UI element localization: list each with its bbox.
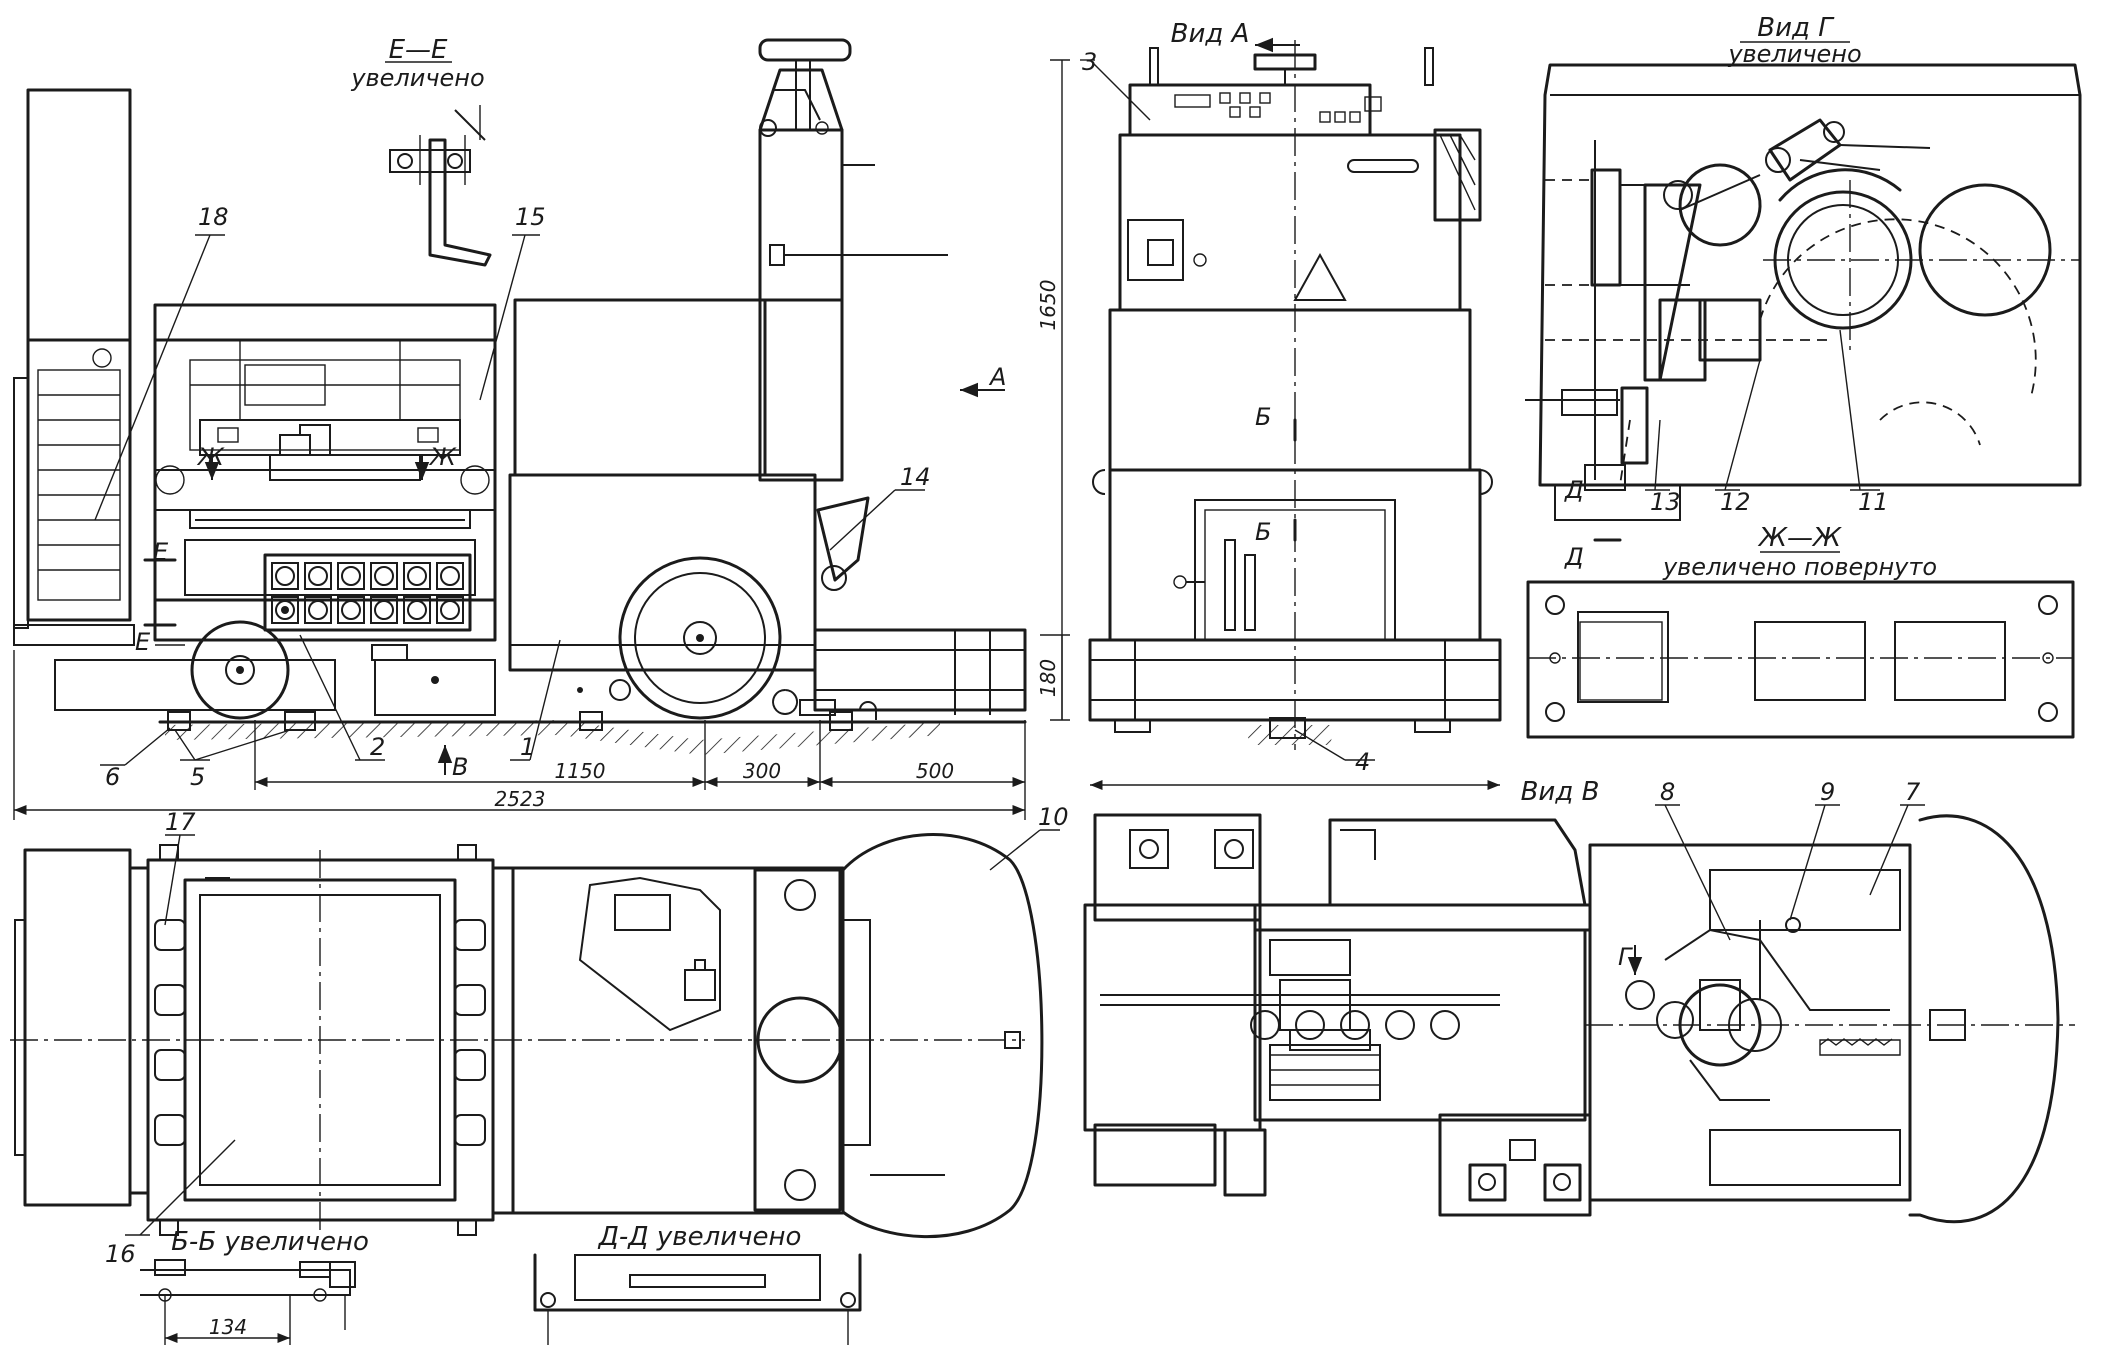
callout-2: 2 [370, 733, 385, 761]
labels: Е—Е увеличено Вид А Вид Г увеличено Ж—Ж … [105, 13, 1937, 1339]
leader-lines [94, 59, 1925, 1236]
callout-10: 10 [1038, 803, 1069, 831]
title-zhzh: Ж—Ж [1757, 523, 1842, 553]
marker-d1: Д [1564, 476, 1584, 504]
section-dd [533, 1253, 862, 1345]
marker-e1: Е [153, 538, 169, 566]
subtitle-ee: увеличено [350, 64, 484, 92]
marker-d2: Д [1564, 543, 1584, 571]
callout-14: 14 [900, 463, 931, 491]
side-view [13, 38, 1027, 755]
callout-4: 4 [1355, 748, 1370, 776]
subtitle-vid-g: увеличено [1727, 40, 1861, 68]
title-ee: Е—Е [389, 35, 448, 65]
callout-3: 3 [1082, 48, 1097, 76]
view-g [1525, 63, 2082, 542]
marker-g: Г [1618, 943, 1633, 971]
plan-view [10, 833, 1044, 1238]
callout-7: 7 [1905, 778, 1921, 806]
marker-zh2: Ж [428, 443, 457, 471]
title-vid-v: Вид В [1521, 777, 1600, 807]
callout-8: 8 [1660, 778, 1675, 806]
marker-e2: Е [135, 628, 151, 656]
callout-13: 13 [1650, 488, 1681, 516]
callout-18: 18 [198, 203, 229, 231]
subtitle-zhzh: увеличено повернуто [1662, 553, 1937, 581]
marker-b1: Б [1255, 403, 1271, 431]
marker-a: А [988, 363, 1006, 391]
callout-11: 11 [1858, 488, 1889, 516]
marker-v: В [452, 753, 468, 781]
section-bb [140, 1259, 356, 1345]
dim-500: 500 [916, 759, 954, 783]
callout-15: 15 [515, 203, 546, 231]
side-view-dimensions [13, 59, 1070, 820]
title-vid-a: Вид А [1171, 19, 1250, 49]
marker-b2: Б [1255, 518, 1271, 546]
dim-300: 300 [743, 759, 781, 783]
callout-5: 5 [190, 763, 205, 791]
view-a [1088, 37, 1502, 791]
callout-12: 12 [1720, 488, 1751, 516]
dim-134: 134 [209, 1315, 247, 1339]
view-v [1083, 813, 2075, 1224]
dim-1150: 1150 [555, 759, 606, 783]
callout-6: 6 [105, 763, 120, 791]
dim-2523: 2523 [495, 787, 546, 811]
section-zhzh [1526, 580, 2075, 739]
marker-zh1: Ж [196, 443, 225, 471]
callout-17: 17 [165, 808, 196, 836]
dim-180: 180 [1036, 659, 1060, 697]
callout-16: 16 [105, 1240, 136, 1268]
title-dd: Д-Д увеличено [598, 1222, 802, 1252]
callout-1: 1 [520, 733, 535, 761]
dim-1650: 1650 [1036, 280, 1060, 331]
callout-9: 9 [1820, 778, 1835, 806]
title-vid-g: Вид Г [1757, 13, 1835, 43]
title-bb: Б-Б увеличено [171, 1227, 369, 1257]
